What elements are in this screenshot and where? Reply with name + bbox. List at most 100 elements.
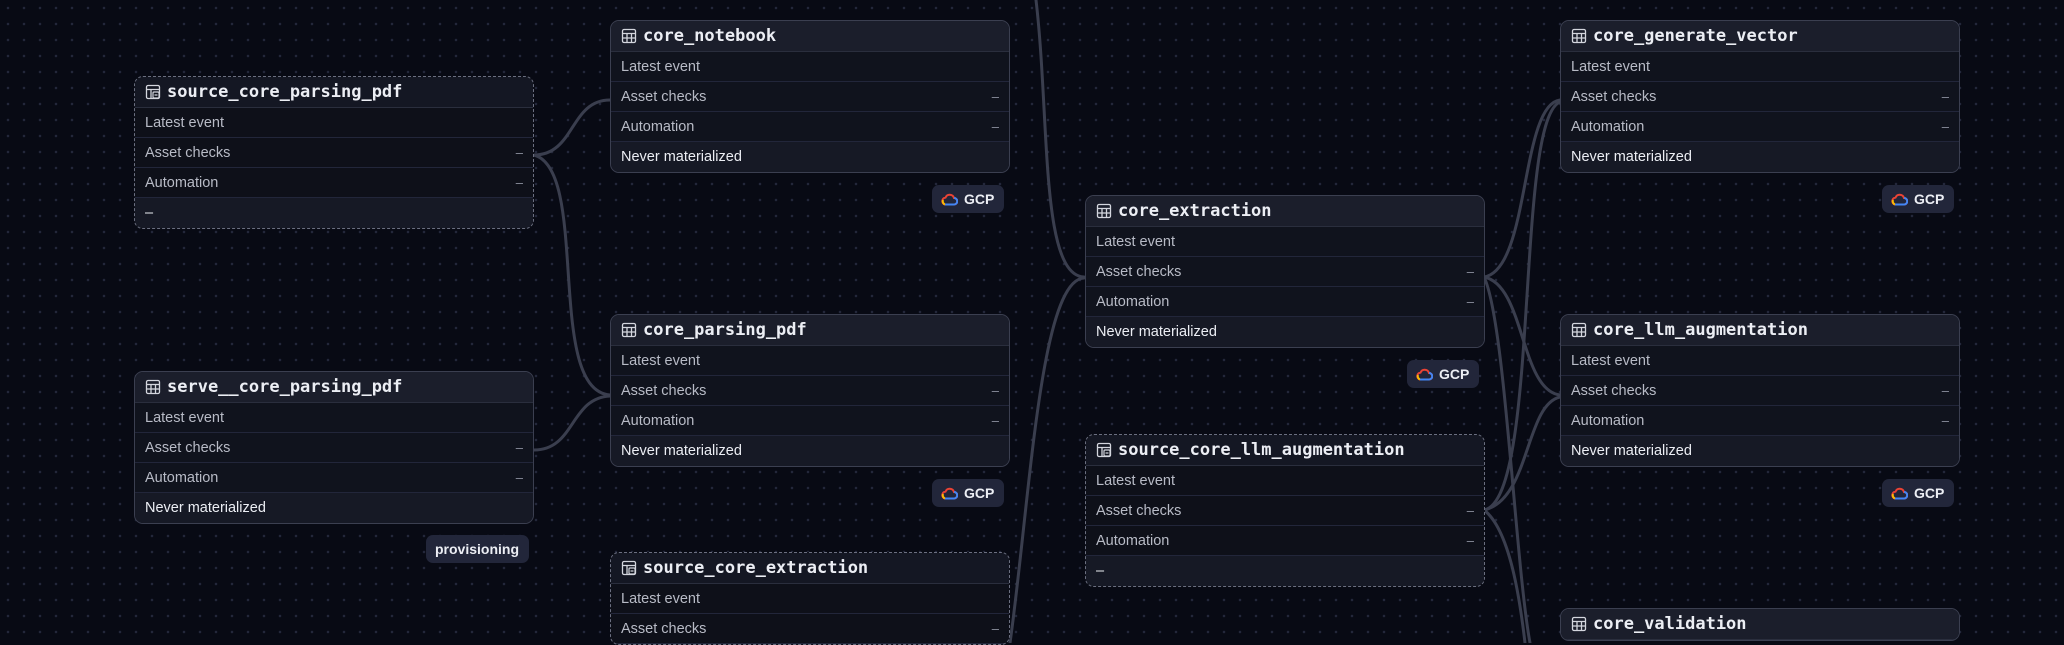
asset-node-source-core-extraction[interactable]: source_core_extraction Latest event Asse… [610,552,1010,645]
node-header: core_parsing_pdf [611,315,1009,346]
asset-node-core-extraction[interactable]: core_extraction Latest event Asset check… [1085,195,1485,348]
provisioning-tag[interactable]: provisioning [426,535,529,563]
asset-node-core-validation[interactable]: core_validation [1560,608,1960,641]
node-title: core_extraction [1118,201,1272,221]
asset-node-source-core-llm-augmentation[interactable]: source_core_llm_augmentation Latest even… [1085,434,1485,587]
row-asset-checks[interactable]: Asset checks– [611,82,1009,112]
gcp-cloud-icon [1891,193,1908,205]
row-asset-checks[interactable]: Asset checks– [135,138,533,168]
gcp-tag[interactable]: GCP [1882,185,1955,213]
automation-value: – [1941,119,1949,134]
edge-source-parsing-to-core-parsing [532,153,612,397]
node-title: core_notebook [643,26,777,46]
row-latest-event: Latest event [135,403,533,433]
asset-checks-value: – [515,145,523,160]
gcp-tag[interactable]: GCP [1882,479,1955,507]
table-icon [621,28,637,44]
gcp-tag[interactable]: GCP [932,479,1005,507]
asset-node-serve-core-parsing-pdf[interactable]: serve__core_parsing_pdf Latest event Ass… [134,371,534,524]
asset-node-core-llm-augmentation[interactable]: core_llm_augmentation Latest event Asset… [1560,314,1960,467]
automation-value: – [515,175,523,190]
gcp-cloud-icon [941,487,958,499]
node-title: core_llm_augmentation [1593,320,1808,340]
automation-value: – [1941,413,1949,428]
table-icon [1096,203,1112,219]
row-latest-event: Latest event [611,346,1009,376]
row-latest-event: Latest event [135,108,533,138]
edge-extraction-to-llm-augmentation [1482,275,1562,397]
gcp-cloud-icon [1891,487,1908,499]
materialization-status: Never materialized [1561,142,1959,172]
materialization-status: Never materialized [611,142,1009,172]
automation-value: – [991,119,999,134]
row-automation[interactable]: Automation– [1086,526,1484,556]
asset-node-core-parsing-pdf[interactable]: core_parsing_pdf Latest event Asset chec… [610,314,1010,467]
node-header: source_core_extraction [611,553,1009,584]
asset-checks-value: – [1941,89,1949,104]
row-latest-event: Latest event [1561,52,1959,82]
asset-node-source-core-parsing-pdf[interactable]: source_core_parsing_pdf Latest event Ass… [134,76,534,229]
source-table-icon [621,560,637,576]
gcp-tag[interactable]: GCP [932,185,1005,213]
node-header: core_llm_augmentation [1561,315,1959,346]
source-table-icon [1096,442,1112,458]
row-asset-checks[interactable]: Asset checks– [611,376,1009,406]
materialization-status: Never materialized [611,436,1009,466]
asset-checks-value: – [1466,264,1474,279]
asset-checks-value: – [1941,383,1949,398]
node-header: source_core_parsing_pdf [135,77,533,108]
row-asset-checks[interactable]: Asset checks– [611,614,1009,644]
asset-checks-value: – [1466,503,1474,518]
edge-source-extraction-to-core-extraction [1008,276,1086,643]
row-asset-checks[interactable]: Asset checks– [1561,82,1959,112]
table-icon [145,379,161,395]
gcp-cloud-icon [941,193,958,205]
gcp-cloud-icon [1416,368,1433,380]
node-title: core_parsing_pdf [643,320,807,340]
table-icon [1571,28,1587,44]
node-header: core_generate_vector [1561,21,1959,52]
automation-value: – [515,470,523,485]
node-title: source_core_llm_augmentation [1118,440,1405,460]
edge-source-llm-to-validation [1482,508,1527,643]
table-icon [621,322,637,338]
node-header: core_notebook [611,21,1009,52]
row-asset-checks[interactable]: Asset checks– [1561,376,1959,406]
node-title: source_core_parsing_pdf [167,82,403,102]
row-latest-event: Latest event [611,52,1009,82]
row-asset-checks[interactable]: Asset checks– [1086,257,1484,287]
row-automation[interactable]: Automation– [1561,406,1959,436]
node-header: core_extraction [1086,196,1484,227]
node-header: serve__core_parsing_pdf [135,372,533,403]
row-automation[interactable]: Automation– [611,112,1009,142]
edge-source-llm-to-llm-augmentation [1482,395,1562,512]
node-header: source_core_llm_augmentation [1086,435,1484,466]
asset-node-core-notebook[interactable]: core_notebook Latest event Asset checks–… [610,20,1010,173]
row-asset-checks[interactable]: Asset checks– [1086,496,1484,526]
edge-serve-to-core-parsing [532,394,612,452]
row-asset-checks[interactable]: Asset checks– [135,433,533,463]
table-icon [1571,322,1587,338]
node-title: core_generate_vector [1593,26,1798,46]
row-automation[interactable]: Automation– [1561,112,1959,142]
table-icon [1571,616,1587,632]
gcp-tag[interactable]: GCP [1407,360,1480,388]
edge-extraction-to-generate-vector [1482,98,1562,279]
node-title: source_core_extraction [643,558,869,578]
asset-node-core-generate-vector[interactable]: core_generate_vector Latest event Asset … [1560,20,1960,173]
row-latest-event: Latest event [611,584,1009,614]
row-automation[interactable]: Automation– [135,168,533,198]
asset-checks-value: – [991,621,999,636]
materialization-status: – [1086,556,1484,586]
row-latest-event: Latest event [1561,346,1959,376]
edge-extraction-to-validation [1482,275,1532,643]
edge-source-llm-to-generate-vector [1482,100,1562,512]
automation-value: – [1466,294,1474,309]
source-table-icon [145,84,161,100]
edge-top-to-core-extraction [1034,0,1086,279]
row-automation[interactable]: Automation– [611,406,1009,436]
row-automation[interactable]: Automation– [1086,287,1484,317]
materialization-status: Never materialized [135,493,533,523]
row-automation[interactable]: Automation– [135,463,533,493]
